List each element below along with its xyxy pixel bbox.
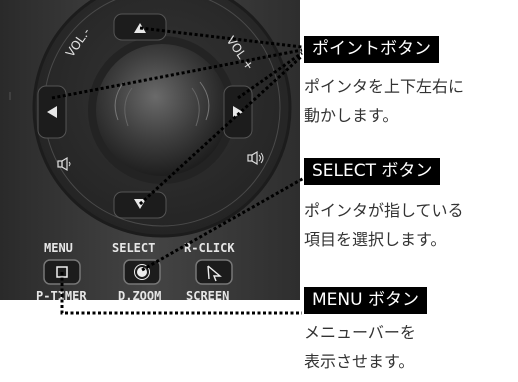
menu-label: MENU — [44, 241, 73, 255]
point-button-callout-desc-line-2: 動かします。 — [304, 106, 399, 125]
screen-label: SCREEN — [186, 289, 229, 303]
volume-down-icon — [57, 156, 71, 172]
select-button-callout-desc-line-1: ポインタが指している — [304, 201, 464, 220]
menu-button-callout-desc-line-2: 表示させます。 — [304, 352, 415, 371]
volume-up-icon — [247, 150, 264, 166]
rclick-button[interactable] — [195, 259, 233, 285]
rclick-label: R-CLICK — [184, 241, 235, 255]
dzoom-label: D.ZOOM — [118, 289, 161, 303]
arrow-right-icon — [233, 106, 243, 118]
select-label: SELECT — [112, 241, 155, 255]
arrow-left-icon — [47, 106, 57, 118]
menu-button-callout-desc-line-1: メニューバーを — [304, 323, 416, 342]
arrow-right-button[interactable] — [223, 85, 253, 139]
select-button-callout-desc-line-2: 項目を選択します。 — [304, 230, 447, 249]
arrow-left-button[interactable] — [37, 85, 67, 139]
arrow-down-button[interactable] — [113, 191, 167, 219]
point-button-callout-title: ポイントボタン — [304, 36, 439, 63]
rclick-arrow-icon — [207, 265, 222, 282]
select-button[interactable] — [123, 259, 161, 285]
leader-lines — [51, 26, 305, 315]
menu-button-callout-title: MENU ボタン — [304, 287, 427, 314]
menu-square-icon — [56, 266, 68, 278]
pointer-stick[interactable] — [88, 36, 236, 184]
point-button-callout-desc-line-1: ポインタを上下左右に — [304, 77, 465, 96]
arrow-up-button[interactable] — [113, 13, 167, 41]
select-button-callout-title: SELECT ボタン — [304, 158, 441, 185]
